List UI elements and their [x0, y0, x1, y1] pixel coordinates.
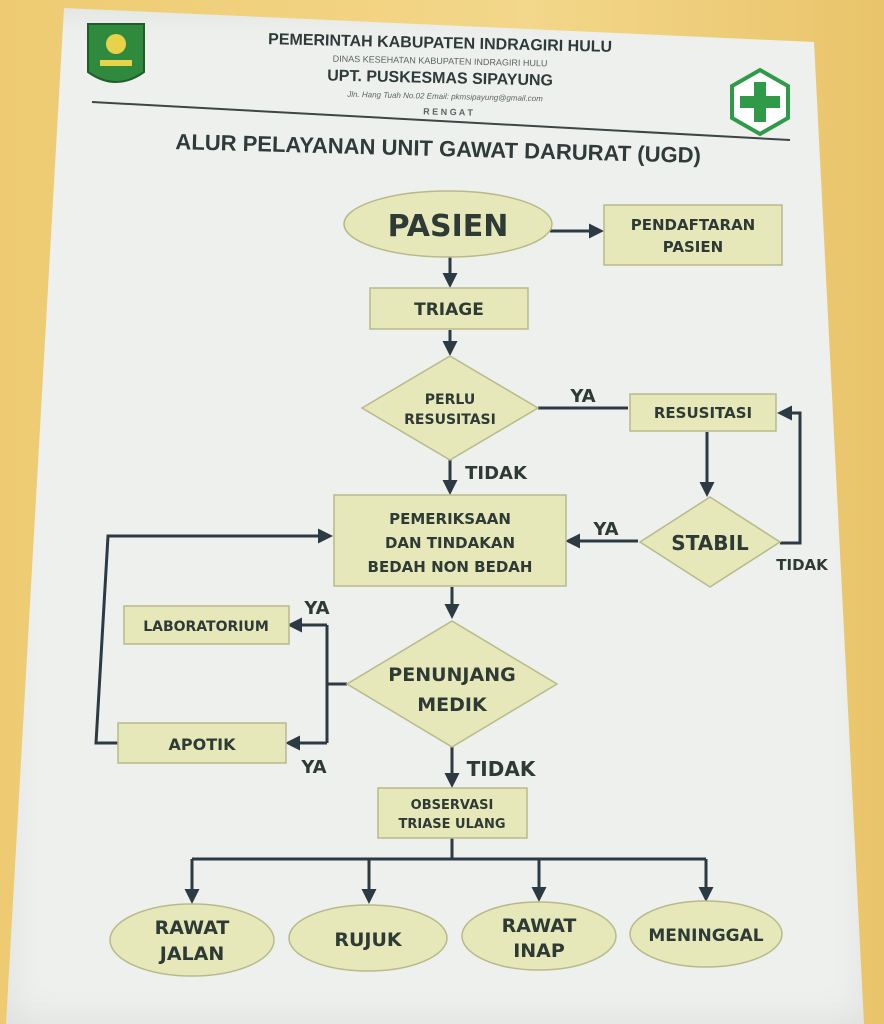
edge-apotik-pemeriksaan — [94, 528, 333, 745]
node-triage-label: TRIAGE — [414, 300, 484, 320]
node-apotik-label: APOTIK — [169, 735, 237, 754]
edge-label-ya-lab: YA — [303, 598, 329, 619]
node-pemeriksaan: PEMERIKSAAN DAN TINDAKAN BEDAH NON BEDAH — [333, 494, 567, 587]
node-rawat-inap: RAWAT INAP — [461, 901, 617, 971]
header-line-3: UPT. PUSKESMAS SIPAYUNG — [327, 67, 553, 89]
node-pemeriksaan-label-3: BEDAH NON BEDAH — [368, 558, 533, 576]
node-meninggal: MENINGGAL — [629, 900, 783, 968]
node-perlu-label-2: RESUSITASI — [404, 412, 496, 428]
node-meninggal-label: MENINGGAL — [648, 926, 763, 946]
header-line-4: Jln. Hang Tuah No.02 Email: pkmsipayung@… — [346, 90, 543, 103]
node-perlu-label-1: PERLU — [425, 392, 475, 408]
edge-label-ya-apotik: YA — [300, 757, 326, 778]
node-resusitasi-label: RESUSITASI — [654, 404, 752, 422]
node-observasi: OBSERVASI TRIASE ULANG — [377, 787, 528, 839]
riau-emblem-icon — [87, 23, 145, 83]
header-line-1: PEMERINTAH KABUPATEN INDRAGIRI HULU — [268, 31, 612, 56]
node-pendaftaran-pasien: PENDAFTARAN PASIEN — [603, 204, 783, 266]
node-rawat-inap-label-1: RAWAT — [502, 915, 577, 937]
node-rawat-jalan-label-1: RAWAT — [155, 917, 230, 939]
node-stabil-label: STABIL — [671, 531, 749, 555]
node-pemeriksaan-label-1: PEMERIKSAAN — [389, 510, 511, 528]
node-observasi-label-2: TRIASE ULANG — [399, 817, 506, 832]
edge-label-ya-resusitasi: YA — [569, 386, 595, 407]
flow-edges — [94, 223, 802, 904]
node-laboratorium-label: LABORATORIUM — [143, 619, 269, 635]
node-rujuk-label: RUJUK — [334, 929, 403, 951]
header-line-5: R E N G A T — [423, 106, 474, 117]
node-triage: TRIAGE — [369, 287, 529, 330]
node-laboratorium: LABORATORIUM — [123, 605, 290, 645]
header-divider — [91, 101, 791, 141]
edge-label-tidak-stabil: TIDAK — [776, 556, 829, 574]
node-stabil: STABIL — [638, 496, 782, 588]
edge-label-tidak-perlu: TIDAK — [465, 463, 528, 484]
node-penunjang-label-1: PENUNJANG — [388, 664, 515, 686]
node-pasien: PASIEN — [343, 190, 553, 258]
page-title: ALUR PELAYANAN UNIT GAWAT DARURAT (UGD) — [175, 129, 701, 168]
node-rawat-inap-label-2: INAP — [513, 940, 565, 962]
edge-label-ya-stabil: YA — [592, 519, 618, 540]
node-pemeriksaan-label-2: DAN TINDAKAN — [385, 534, 515, 552]
node-penunjang-medik: PENUNJANG MEDIK — [345, 620, 559, 748]
node-pendaftaran-label-1: PENDAFTARAN — [631, 216, 756, 234]
node-pendaftaran-label-2: PASIEN — [663, 238, 723, 256]
header-line-2: DINAS KESEHATAN KABUPATEN INDRAGIRI HULU — [333, 54, 548, 69]
puskesmas-cross-logo-icon — [730, 67, 790, 137]
node-rawat-jalan-label-2: JALAN — [158, 943, 225, 965]
node-rawat-jalan: RAWAT JALAN — [109, 903, 275, 977]
node-observasi-label-1: OBSERVASI — [411, 798, 494, 813]
node-rujuk: RUJUK — [288, 904, 448, 972]
edge-stabil-resusitasi — [777, 405, 802, 545]
node-perlu-resusitasi: PERLU RESUSITASI — [360, 355, 540, 461]
node-pasien-label: PASIEN — [388, 209, 509, 244]
node-penunjang-label-2: MEDIK — [417, 694, 488, 716]
node-resusitasi: RESUSITASI — [629, 393, 777, 432]
edge-label-tidak-penunjang: TIDAK — [467, 757, 537, 781]
node-apotik: APOTIK — [117, 722, 287, 764]
